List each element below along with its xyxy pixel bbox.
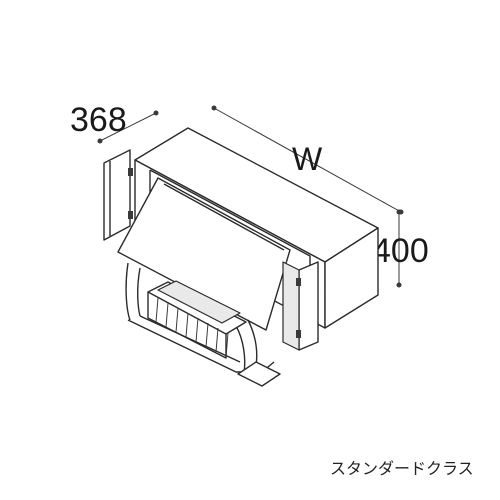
depth-dimension: 368 bbox=[70, 101, 159, 144]
width-dimension: W bbox=[211, 105, 404, 215]
rack-slats bbox=[155, 297, 229, 358]
flip-up-door bbox=[117, 177, 291, 331]
left-door bbox=[103, 149, 133, 241]
height-label: 400 bbox=[372, 232, 429, 270]
depth-label: 368 bbox=[70, 101, 127, 139]
width-label: W bbox=[292, 141, 323, 177]
right-door bbox=[282, 261, 319, 351]
product-class-caption: スタンダードクラス bbox=[330, 459, 474, 478]
dish-rack bbox=[125, 262, 281, 387]
height-dimension: 400 bbox=[372, 209, 429, 288]
